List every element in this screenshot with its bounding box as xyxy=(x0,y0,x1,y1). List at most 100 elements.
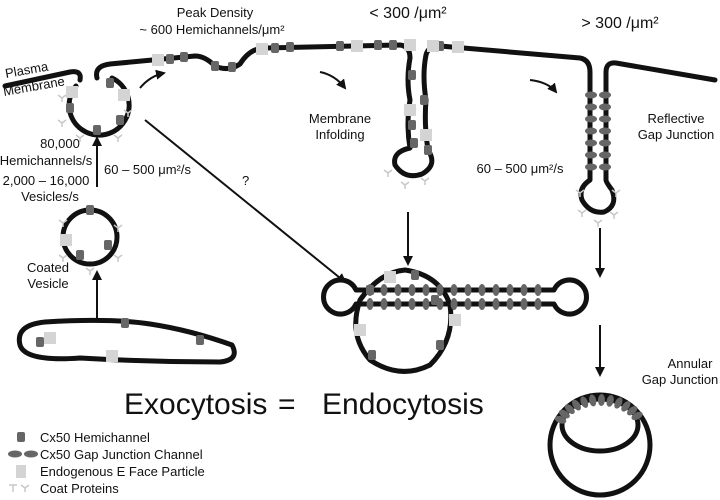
coat-protein-marker xyxy=(113,224,123,232)
hemichannel-marker xyxy=(86,205,94,215)
hemichannel-marker xyxy=(408,120,416,130)
plasma-membrane xyxy=(94,42,718,215)
label-exocytosis: Exocytosis xyxy=(124,388,267,421)
plasma-membrane-left xyxy=(2,69,83,89)
e-face-particle-marker xyxy=(256,43,268,55)
coat-protein-marker xyxy=(57,94,67,102)
gap-junction-channel-marker xyxy=(564,404,575,415)
hemichannel-marker xyxy=(211,61,219,71)
label-infolding-2: Infolding xyxy=(315,127,364,142)
hemichannel-marker xyxy=(410,138,418,148)
coat-protein-marker xyxy=(58,219,68,227)
e-face-particle-marker xyxy=(60,234,72,246)
coat-protein-marker xyxy=(113,134,123,142)
arrow-curved-3 xyxy=(529,79,558,94)
gap-junction-channel-marker xyxy=(464,298,472,310)
gap-junction-channel-icon-half xyxy=(24,450,38,458)
gap-junction-channel-marker xyxy=(394,284,402,296)
e-face-particle-marker xyxy=(152,54,164,66)
label-coated-2: Vesicle xyxy=(27,276,68,291)
e-face-particle-icon xyxy=(16,465,26,478)
e-face-particle-marker xyxy=(404,104,416,116)
label-annular-1: Annular xyxy=(668,356,713,371)
gap-junction-channel-marker xyxy=(492,284,500,296)
hemichannel-marker xyxy=(411,270,419,280)
label-high-density: > 300 /μm² xyxy=(581,15,659,32)
gap-junction-channel-marker xyxy=(534,284,542,296)
gap-junction-channel-marker xyxy=(585,115,597,123)
hemichannel-marker xyxy=(104,240,112,250)
e-face-particle-marker xyxy=(427,40,439,52)
label-rate-area-left: 60 – 500 μm²/s xyxy=(104,162,191,177)
hemichannel-marker xyxy=(420,95,428,105)
e-face-particle-marker xyxy=(449,314,461,326)
e-face-particle-marker xyxy=(420,129,432,141)
label-peak-value: ~ 600 Hemichannels/μm² xyxy=(139,22,285,37)
gap-junction-channel-marker xyxy=(599,103,611,111)
label-rate-hemi-2: Hemichannels/s xyxy=(0,153,93,168)
coat-protein-marker xyxy=(75,134,85,142)
legend-label: Cx50 Gap Junction Channel xyxy=(40,447,203,462)
legend-label: Endogenous E Face Particle xyxy=(40,464,205,479)
hemichannel-marker xyxy=(424,145,432,155)
hemichannel-marker xyxy=(36,337,44,347)
gap-junction-channel-marker xyxy=(506,284,514,296)
gap-junction-channel-marker xyxy=(558,409,570,419)
e-face-particle-marker xyxy=(106,350,118,362)
gap-junction-channel-marker xyxy=(585,91,597,99)
gap-junction-channel-marker xyxy=(408,298,416,310)
gap-junction-channel-marker xyxy=(436,284,444,296)
gap-junction-channel-marker xyxy=(534,298,542,310)
endocytic-vesicle xyxy=(353,267,454,374)
label-question: ? xyxy=(242,173,249,188)
coat-protein-marker xyxy=(383,169,393,177)
coat-protein-marker xyxy=(400,181,410,189)
gap-junction-channel-marker xyxy=(436,298,444,310)
arrow-curved-2 xyxy=(319,71,347,90)
arrow-curved-1 xyxy=(139,69,166,89)
coat-protein-marker xyxy=(575,189,585,197)
gap-junction-channel-marker xyxy=(380,298,388,310)
e-face-particle-marker xyxy=(354,324,366,336)
gap-junction-channel-marker xyxy=(585,163,597,171)
coat-protein-icon xyxy=(9,484,30,492)
gap-junction-channel-marker xyxy=(492,298,500,310)
coat-protein-marker xyxy=(113,254,123,262)
gap-junction-channel-marker xyxy=(380,284,388,296)
label-rate-ves-1: 2,000 – 16,000 xyxy=(3,173,90,188)
gap-junction-channel-marker xyxy=(366,298,374,310)
gap-junction-channel-marker xyxy=(422,284,430,296)
e-face-particle-marker xyxy=(118,89,130,101)
gap-junction-channel-marker xyxy=(585,103,597,111)
hemichannel-marker xyxy=(180,52,188,62)
gap-junction-channel-marker xyxy=(599,127,611,135)
gap-junction-channel-marker xyxy=(599,139,611,147)
gap-junction-channel-marker xyxy=(464,284,472,296)
gap-junction-channel-marker xyxy=(450,284,458,296)
reflective-gap-junction-vesicle xyxy=(321,277,589,317)
gap-junction-channel-marker xyxy=(599,151,611,159)
gap-junction-channel-icon xyxy=(8,450,22,458)
hemichannel-marker xyxy=(374,40,382,50)
label-coated-1: Coated xyxy=(27,260,69,275)
coat-protein-marker xyxy=(420,177,430,185)
label-infolding-1: Membrane xyxy=(309,111,371,126)
gap-junction-channel-marker xyxy=(599,115,611,123)
hemichannel-marker xyxy=(436,340,444,350)
gap-junction-channel-marker xyxy=(606,395,614,407)
arrow-diagonal xyxy=(144,119,347,284)
coat-protein-marker xyxy=(609,211,619,219)
flattened-vesicle xyxy=(16,317,237,365)
gap-junction-channel-marker xyxy=(627,406,638,416)
label-low-density: < 300 /μm² xyxy=(369,5,447,22)
hemichannel-marker xyxy=(408,70,416,80)
e-face-particle-marker xyxy=(384,271,396,283)
hemichannel-marker xyxy=(121,318,129,328)
e-face-particle-marker xyxy=(351,40,363,52)
gap-junction-channel-marker xyxy=(478,298,486,310)
gap-junction-channel-marker xyxy=(394,298,402,310)
label-equals: = xyxy=(278,388,296,421)
e-face-particle-marker xyxy=(44,332,56,344)
gap-junction-channel-marker xyxy=(585,139,597,147)
label-endocytosis: Endocytosis xyxy=(322,388,484,421)
